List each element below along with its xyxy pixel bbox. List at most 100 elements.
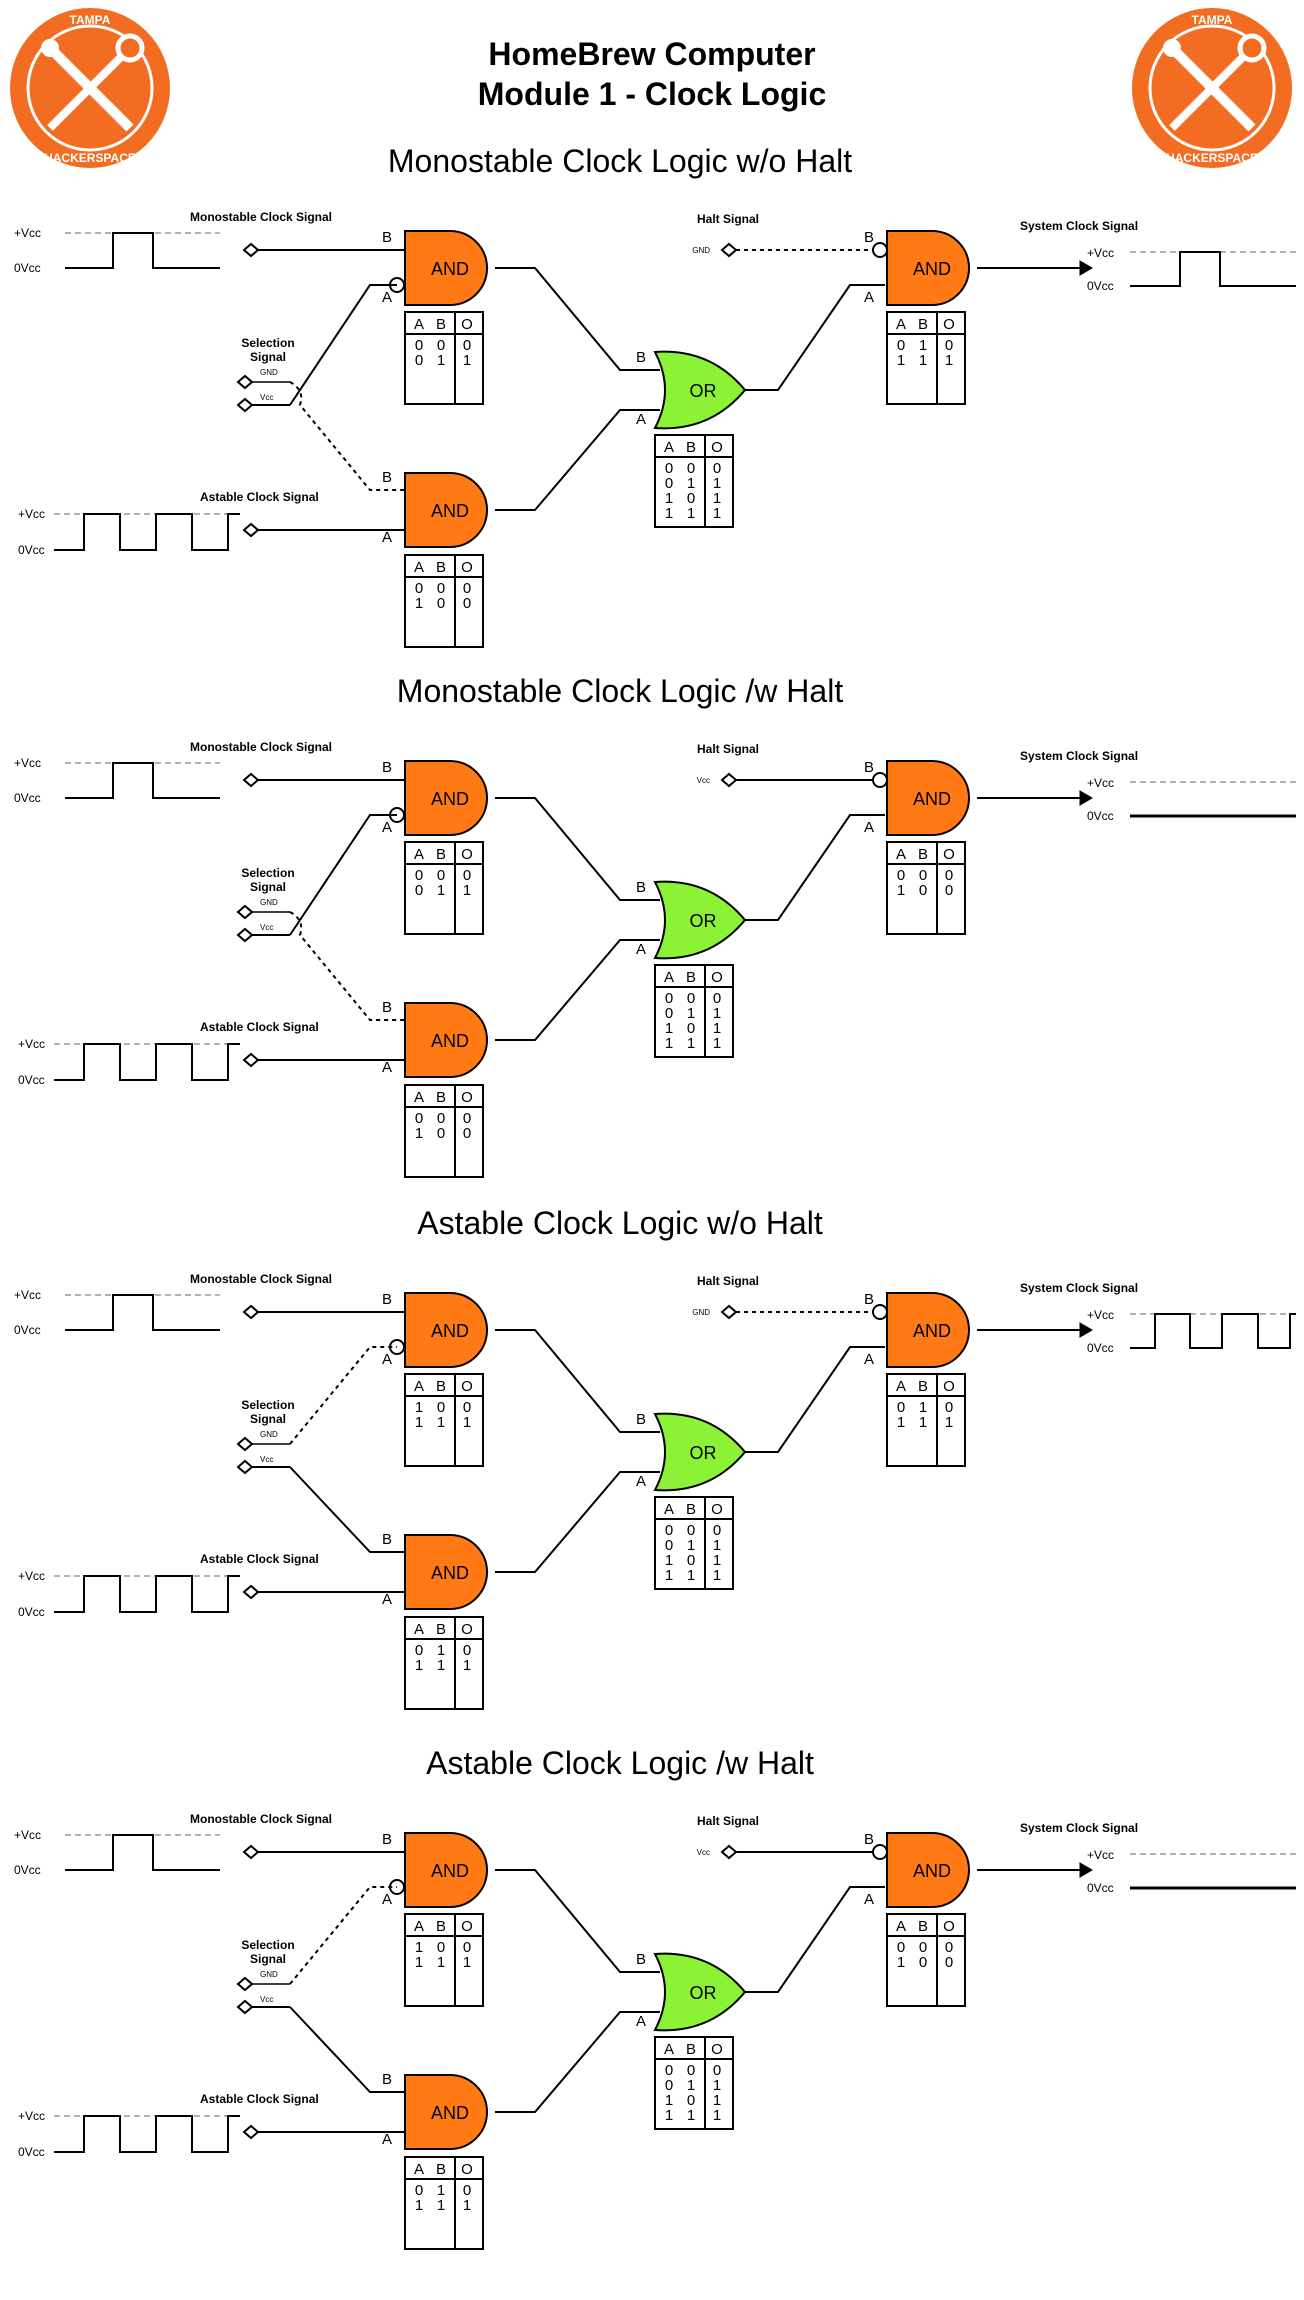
astable-signal-label: Astable Clock Signal [200,1552,319,1566]
truth-table-cell: 1 [919,1414,927,1431]
input-terminal-diamond [720,772,738,788]
truth-table-header-a: A [414,846,424,863]
truth-table-cell: 0 [945,1399,953,1416]
and-gate-label: AND [431,2103,469,2123]
and-gate-label: AND [431,1861,469,1881]
bottom-and-to-or [495,409,660,511]
vcc-high-label: +Vcc [14,1828,41,1842]
section-1: Monostable Clock Logic w/o HaltMonostabl… [14,143,1296,648]
truth-table-cell: 1 [687,2107,695,2124]
and-gate-body [886,1292,970,1368]
truth-table-cell: 1 [687,505,695,522]
pin-a-label: A [864,289,874,306]
or-gate-label: OR [690,1983,717,2003]
gnd-label: GND [260,898,278,907]
and-gate: AND [886,760,970,836]
truth-table-frame [404,311,484,405]
and-gate-body [404,1534,488,1610]
truth-table-header-a: A [664,1501,674,1518]
truth-table-header-b: B [436,2161,446,2178]
vcc-low-label: 0Vcc [1087,809,1114,823]
or-gate-body [653,880,747,960]
screwdriver-icon [1169,45,1255,131]
system-signal-label: System Clock Signal [1020,1821,1138,1835]
truth-table-header-a: A [414,1378,424,1395]
and-gate: AND [404,472,488,548]
pin-b-label: B [864,759,874,776]
truth-table-frame [404,841,484,935]
truth-table-cell: 1 [713,2092,721,2109]
truth-table-header-o: O [461,1918,473,1935]
truth-table-cell: 0 [415,2182,423,2199]
selection-label-line2: Signal [250,350,286,364]
or-to-halt-and [745,1886,885,1993]
truth-table-header-a: A [896,846,906,863]
truth-table-cell: 0 [437,337,445,354]
logo-text-top: TAMPA [1192,13,1233,27]
truth-table-cell: 0 [415,882,423,899]
truth-table-header-o: O [943,1378,955,1395]
truth-table-header-a: A [896,1378,906,1395]
truth-table-cell: 1 [687,1035,695,1052]
truth-table-cell: 0 [687,490,695,507]
astable-waveform [54,1043,240,1081]
input-terminal-diamond [720,1304,738,1320]
page-title-line2: Module 1 - Clock Logic [477,76,827,112]
top-and-to-or [495,797,660,901]
truth-table-cell: 0 [437,1939,445,1956]
truth-table-frame [886,841,966,935]
truth-table-header-o: O [943,1918,955,1935]
input-terminal-diamond [720,242,738,258]
pin-a-label: A [864,1891,874,1908]
selection-label-line2: Signal [250,1952,286,1966]
and-gate-label: AND [913,789,951,809]
halt-signal-label: Halt Signal [697,742,759,756]
and-gate: AND [389,1832,488,1908]
truth-table-header-o: O [461,1378,473,1395]
truth-table-cell: 1 [713,1020,721,1037]
pin-b-label: B [636,349,646,366]
logo-text-bottom: HACKERSPACE [44,151,136,165]
pin-b-label: B [864,1291,874,1308]
monostable-signal-label: Monostable Clock Signal [190,1272,332,1286]
input-terminal-diamond [242,1052,260,1068]
selection-to-top-and [289,814,397,936]
and-gate-body [404,472,488,548]
truth-table-header-b: B [436,316,446,333]
truth-table-cell: 1 [897,882,905,899]
pin-b-label: B [636,1951,646,1968]
truth-table-cell: 0 [897,867,905,884]
pin-b-label: B [382,2071,392,2088]
logo-ring [1148,24,1276,152]
truth-table-cell: 1 [437,1642,445,1659]
pin-a-label: A [382,1059,392,1076]
truth-table-cell: 1 [713,1552,721,1569]
truth-table-header-b: B [436,1378,446,1395]
vcc-high-label: +Vcc [14,756,41,770]
selection-label-line1: Selection [241,866,294,880]
truth-table-cell: 0 [665,990,673,1007]
truth-table-frame [886,311,966,405]
truth-table-header-a: A [664,439,674,456]
input-terminal-diamond [236,1459,254,1475]
and-gate-body [886,1832,970,1908]
pin-b-label: B [382,229,392,246]
halt-source-label: GND [692,246,710,255]
truth-table-frame [654,964,734,1058]
pin-a-label: A [636,1473,646,1490]
truth-table-cell: 1 [945,1414,953,1431]
output-arrow-icon [1079,790,1093,806]
truth-table-cell: 0 [919,1954,927,1971]
truth-table-cell: 1 [437,882,445,899]
truth-table-header-a: A [896,1918,906,1935]
system-signal-label: System Clock Signal [1020,749,1138,763]
